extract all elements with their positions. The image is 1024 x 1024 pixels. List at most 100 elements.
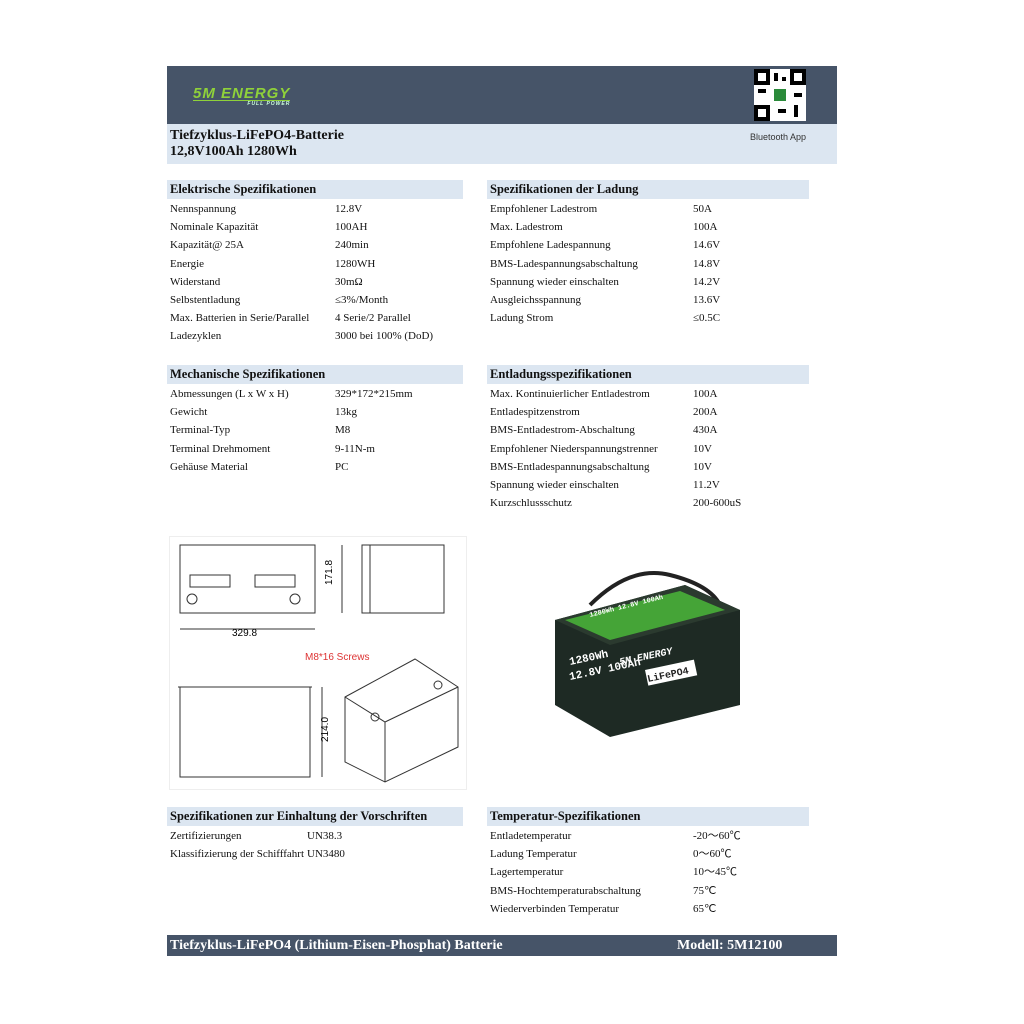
spec-row: Entladespitzenstrom 200A bbox=[487, 403, 809, 421]
spec-label: Abmessungen (L x W x H) bbox=[170, 388, 289, 400]
spec-value: 1280WH bbox=[335, 257, 376, 270]
spec-label: Empfohlener Ladestrom bbox=[490, 203, 598, 215]
compliance-spec-table: Spezifikationen zur Einhaltung der Vorsc… bbox=[167, 807, 463, 863]
spec-label: Terminal-Typ bbox=[170, 424, 231, 437]
spec-value: 100A bbox=[693, 221, 718, 234]
spec-row: Ladung Strom ≤0.5C bbox=[487, 309, 809, 327]
spec-row: BMS-Entladespannungsabschaltung 10V bbox=[487, 458, 809, 476]
spec-label: Energie bbox=[170, 257, 205, 270]
spec-label: Ladezyklen bbox=[170, 330, 222, 343]
spec-label: Entladespitzenstrom bbox=[490, 406, 580, 419]
spec-value: 65℃ bbox=[693, 902, 717, 915]
spec-label: Ladung Strom bbox=[490, 312, 554, 325]
spec-value: UN3480 bbox=[307, 848, 345, 861]
spec-value: ≤3%/Month bbox=[335, 293, 389, 306]
spec-value: 200A bbox=[693, 406, 718, 419]
bluetooth-app-label: Bluetooth App bbox=[750, 132, 807, 142]
spec-value: 0～60℃ bbox=[693, 848, 732, 861]
battery-photo: 1280Wh 12.8V 100Ah 5M ENERGY LiFePO4 128… bbox=[555, 571, 740, 737]
spec-label: Terminal Drehmoment bbox=[170, 442, 271, 455]
spec-value: PC bbox=[335, 460, 349, 473]
spec-row: Gewicht 13kg bbox=[167, 403, 463, 421]
spec-label: Gewicht bbox=[170, 406, 208, 419]
spec-value: 30mΩ bbox=[335, 275, 363, 288]
height-dimension: 214.0 bbox=[320, 717, 331, 742]
logo-text: 5M ENERGY bbox=[193, 85, 291, 102]
footer-product: Tiefzyklus-LiFePO4 (Lithium-Eisen-Phosph… bbox=[170, 938, 503, 953]
spec-label: BMS-Ladespannungsabschaltung bbox=[490, 257, 638, 270]
spec-row: BMS-Hochtemperaturabschaltung 75℃ bbox=[487, 882, 809, 900]
spec-label: Max. Batterien in Serie/Parallel bbox=[170, 312, 310, 325]
spec-row: Ausgleichsspannung 13.6V bbox=[487, 291, 809, 309]
spec-row: Zertifizierungen UN38.3 bbox=[167, 827, 463, 845]
spec-row: Gehäuse Material PC bbox=[167, 458, 463, 476]
spec-label: Empfohlener Niederspannungstrenner bbox=[490, 442, 658, 455]
spec-row: Entladetemperatur -20～60℃ bbox=[487, 827, 809, 845]
spec-label: BMS-Entladestrom-Abschaltung bbox=[490, 424, 635, 437]
spec-label: Spannung wieder einschalten bbox=[490, 275, 619, 288]
section-title: Elektrische Spezifikationen bbox=[167, 180, 463, 199]
spec-value: UN38.3 bbox=[307, 830, 343, 842]
spec-value: 430A bbox=[693, 424, 718, 437]
spec-label: Entladetemperatur bbox=[490, 830, 572, 842]
spec-value: 10V bbox=[693, 460, 712, 473]
spec-value: 240min bbox=[335, 239, 369, 252]
spec-value: -20～60℃ bbox=[693, 830, 741, 842]
spec-value: 11.2V bbox=[693, 478, 720, 491]
spec-row: Abmessungen (L x W x H)329*172*215mm bbox=[167, 385, 463, 403]
spec-value: 200-600uS bbox=[693, 497, 742, 510]
spec-label: Lagertemperatur bbox=[490, 866, 564, 879]
spec-row: Widerstand 30mΩ bbox=[167, 273, 463, 291]
section-title: Spezifikationen der Ladung bbox=[487, 180, 809, 199]
spec-value: 13kg bbox=[335, 406, 357, 419]
spec-row: Selbstentladung ≤3%/Month bbox=[167, 291, 463, 309]
footer-model: Modell: 5M12100 bbox=[677, 938, 783, 953]
logo-subtitle: FULL POWER bbox=[193, 100, 291, 107]
length-dimension: 329.8 bbox=[232, 628, 257, 639]
spec-label: Kapazität@ 25A bbox=[170, 239, 244, 252]
spec-row: Ladung Temperatur 0～60℃ bbox=[487, 845, 809, 863]
width-dimension: 171.8 bbox=[324, 560, 335, 585]
spec-label: Kurzschlussschutz bbox=[490, 497, 572, 510]
spec-label: Gehäuse Material bbox=[170, 460, 248, 473]
spec-value: 100AH bbox=[335, 221, 368, 234]
section-title: Mechanische Spezifikationen bbox=[167, 365, 463, 384]
spec-value: 14.6V bbox=[693, 239, 721, 252]
spec-label: Ladung Temperatur bbox=[490, 848, 577, 861]
spec-label: Widerstand bbox=[170, 275, 221, 288]
spec-row: Kapazität@ 25A 240min bbox=[167, 236, 463, 254]
qr-code-icon[interactable] bbox=[754, 69, 806, 121]
title-line-1: Tiefzyklus-LiFePO4-Batterie bbox=[170, 128, 344, 143]
dimension-drawing: 329.8 171.8 214.0 M8*16 Screws bbox=[169, 536, 467, 790]
spec-row: Energie 1280WH bbox=[167, 255, 463, 273]
spec-row: Empfohlener Niederspannungstrenner 10V bbox=[487, 440, 809, 458]
spec-label: Selbstentladung bbox=[170, 293, 241, 306]
spec-value: 10V bbox=[693, 442, 712, 455]
spec-label: Ausgleichsspannung bbox=[490, 293, 582, 306]
spec-label: BMS-Entladespannungsabschaltung bbox=[490, 460, 650, 473]
spec-value: 12.8V bbox=[335, 203, 363, 215]
spec-label: Zertifizierungen bbox=[170, 830, 242, 842]
screws-label: M8*16 Screws bbox=[305, 652, 369, 663]
spec-row: Kurzschlussschutz 200-600uS bbox=[487, 494, 809, 512]
spec-value: 75℃ bbox=[693, 884, 717, 897]
spec-value: ≤0.5C bbox=[693, 312, 721, 325]
spec-row: BMS-Entladestrom-Abschaltung 430A bbox=[487, 421, 809, 439]
spec-label: Nennspannung bbox=[170, 203, 236, 215]
spec-value: 13.6V bbox=[693, 293, 721, 306]
spec-label: BMS-Hochtemperaturabschaltung bbox=[490, 884, 641, 897]
section-title: Spezifikationen zur Einhaltung der Vorsc… bbox=[167, 807, 463, 826]
spec-label: Empfohlene Ladespannung bbox=[490, 239, 611, 252]
